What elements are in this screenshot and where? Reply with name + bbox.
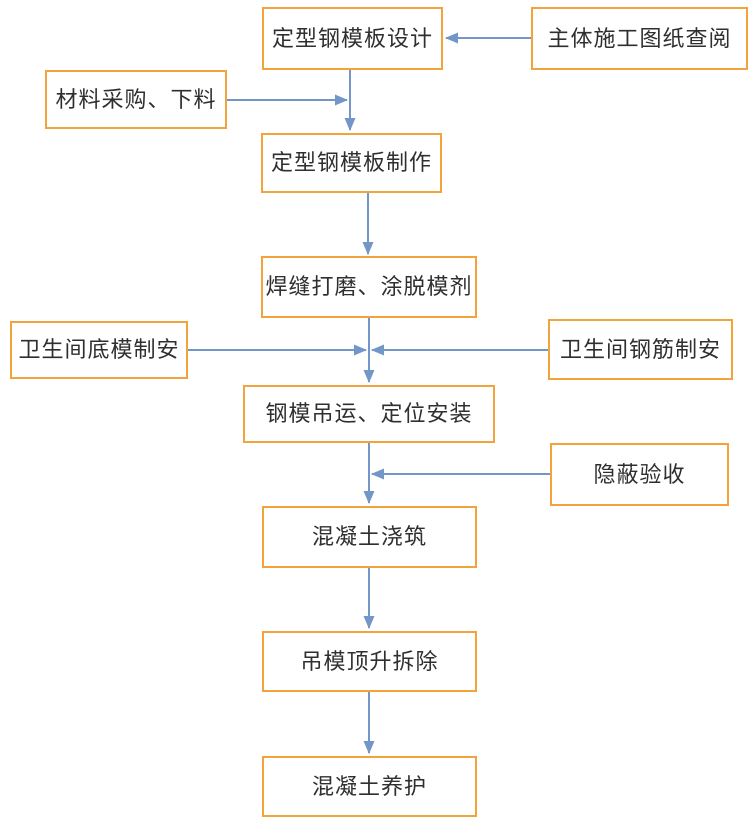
node-design-label: 定型钢模板设计 <box>271 25 433 51</box>
node-hoist-install: 钢模吊运、定位安装 <box>243 385 495 443</box>
node-hoist-install-label: 钢模吊运、定位安装 <box>265 401 473 426</box>
node-fabrication: 定型钢模板制作 <box>261 133 442 193</box>
node-bottom-form-label: 卫生间底模制安 <box>18 337 180 362</box>
node-bottom-form: 卫生间底模制安 <box>10 321 188 379</box>
node-weld-polish-label: 焊缝打磨、涂脱模剂 <box>265 274 473 299</box>
node-concrete-pour-label: 混凝土浇筑 <box>311 524 427 549</box>
node-design: 定型钢模板设计 <box>262 7 443 70</box>
node-concrete-cure: 混凝土养护 <box>262 756 477 817</box>
node-drawing-review: 主体施工图纸查阅 <box>531 7 748 70</box>
node-rebar-label: 卫生间钢筋制安 <box>559 336 721 362</box>
node-material-label: 材料采购、下料 <box>55 86 217 112</box>
node-hidden-acceptance-label: 隐蔽验收 <box>593 461 686 487</box>
node-hidden-acceptance: 隐蔽验收 <box>550 443 729 506</box>
node-rebar: 卫生间钢筋制安 <box>548 319 733 380</box>
node-concrete-pour: 混凝土浇筑 <box>262 506 477 568</box>
node-form-removal: 吊模顶升拆除 <box>262 631 477 692</box>
node-drawing-review-label: 主体施工图纸查阅 <box>547 25 732 51</box>
node-weld-polish: 焊缝打磨、涂脱模剂 <box>261 256 477 318</box>
node-form-removal-label: 吊模顶升拆除 <box>300 648 439 674</box>
node-concrete-cure-label: 混凝土养护 <box>311 773 427 799</box>
node-fabrication-label: 定型钢模板制作 <box>270 150 432 175</box>
node-material: 材料采购、下料 <box>45 70 227 129</box>
